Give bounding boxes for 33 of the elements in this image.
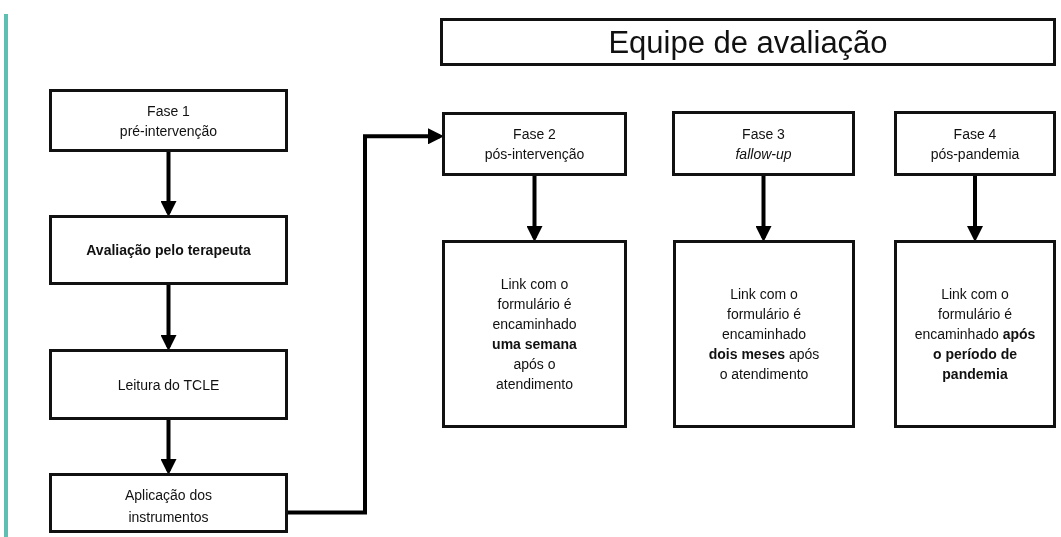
arrow — [160, 152, 177, 217]
box-text: Link com o formulário é encaminhado dois meses após o atendimento — [707, 285, 821, 384]
box-text: Link com o formulário é encaminhado uma semana após o atendimento — [491, 275, 578, 394]
box-text: Fase 2 — [513, 125, 556, 144]
arrow — [755, 176, 772, 242]
box-text: pós-intervenção — [484, 145, 585, 164]
arrow — [526, 176, 543, 242]
arrow — [160, 420, 177, 475]
process-box — [49, 349, 288, 420]
box-text: fallow-up — [735, 144, 792, 164]
process-box — [49, 215, 288, 285]
box-text: Link com o formulário é encaminhado após o período de pandemia — [913, 285, 1037, 384]
process-box — [49, 89, 288, 152]
info-box — [442, 240, 627, 428]
box-text: Aplicação dos instrumentos — [123, 486, 214, 527]
phase-box — [894, 111, 1056, 176]
arrow — [160, 285, 177, 351]
arrow — [967, 176, 983, 242]
info-box — [894, 240, 1056, 428]
box-text: Leitura do TCLE — [117, 375, 220, 395]
box-text: pós-pandemia — [930, 144, 1020, 164]
box-text: Fase 1 — [147, 101, 190, 121]
info-box — [673, 240, 855, 428]
box-text: Fase 4 — [953, 124, 997, 144]
phase-box — [672, 111, 855, 176]
box-text: pré-intervenção — [119, 121, 218, 141]
arrow — [288, 128, 444, 515]
title-box — [440, 18, 1056, 66]
box-text: Equipe de avaliação — [608, 26, 888, 58]
box-text: Fase 3 — [742, 124, 785, 144]
process-box — [49, 473, 288, 533]
phase-box — [442, 112, 627, 176]
box-text: Avaliação pelo terapeuta — [85, 241, 252, 260]
